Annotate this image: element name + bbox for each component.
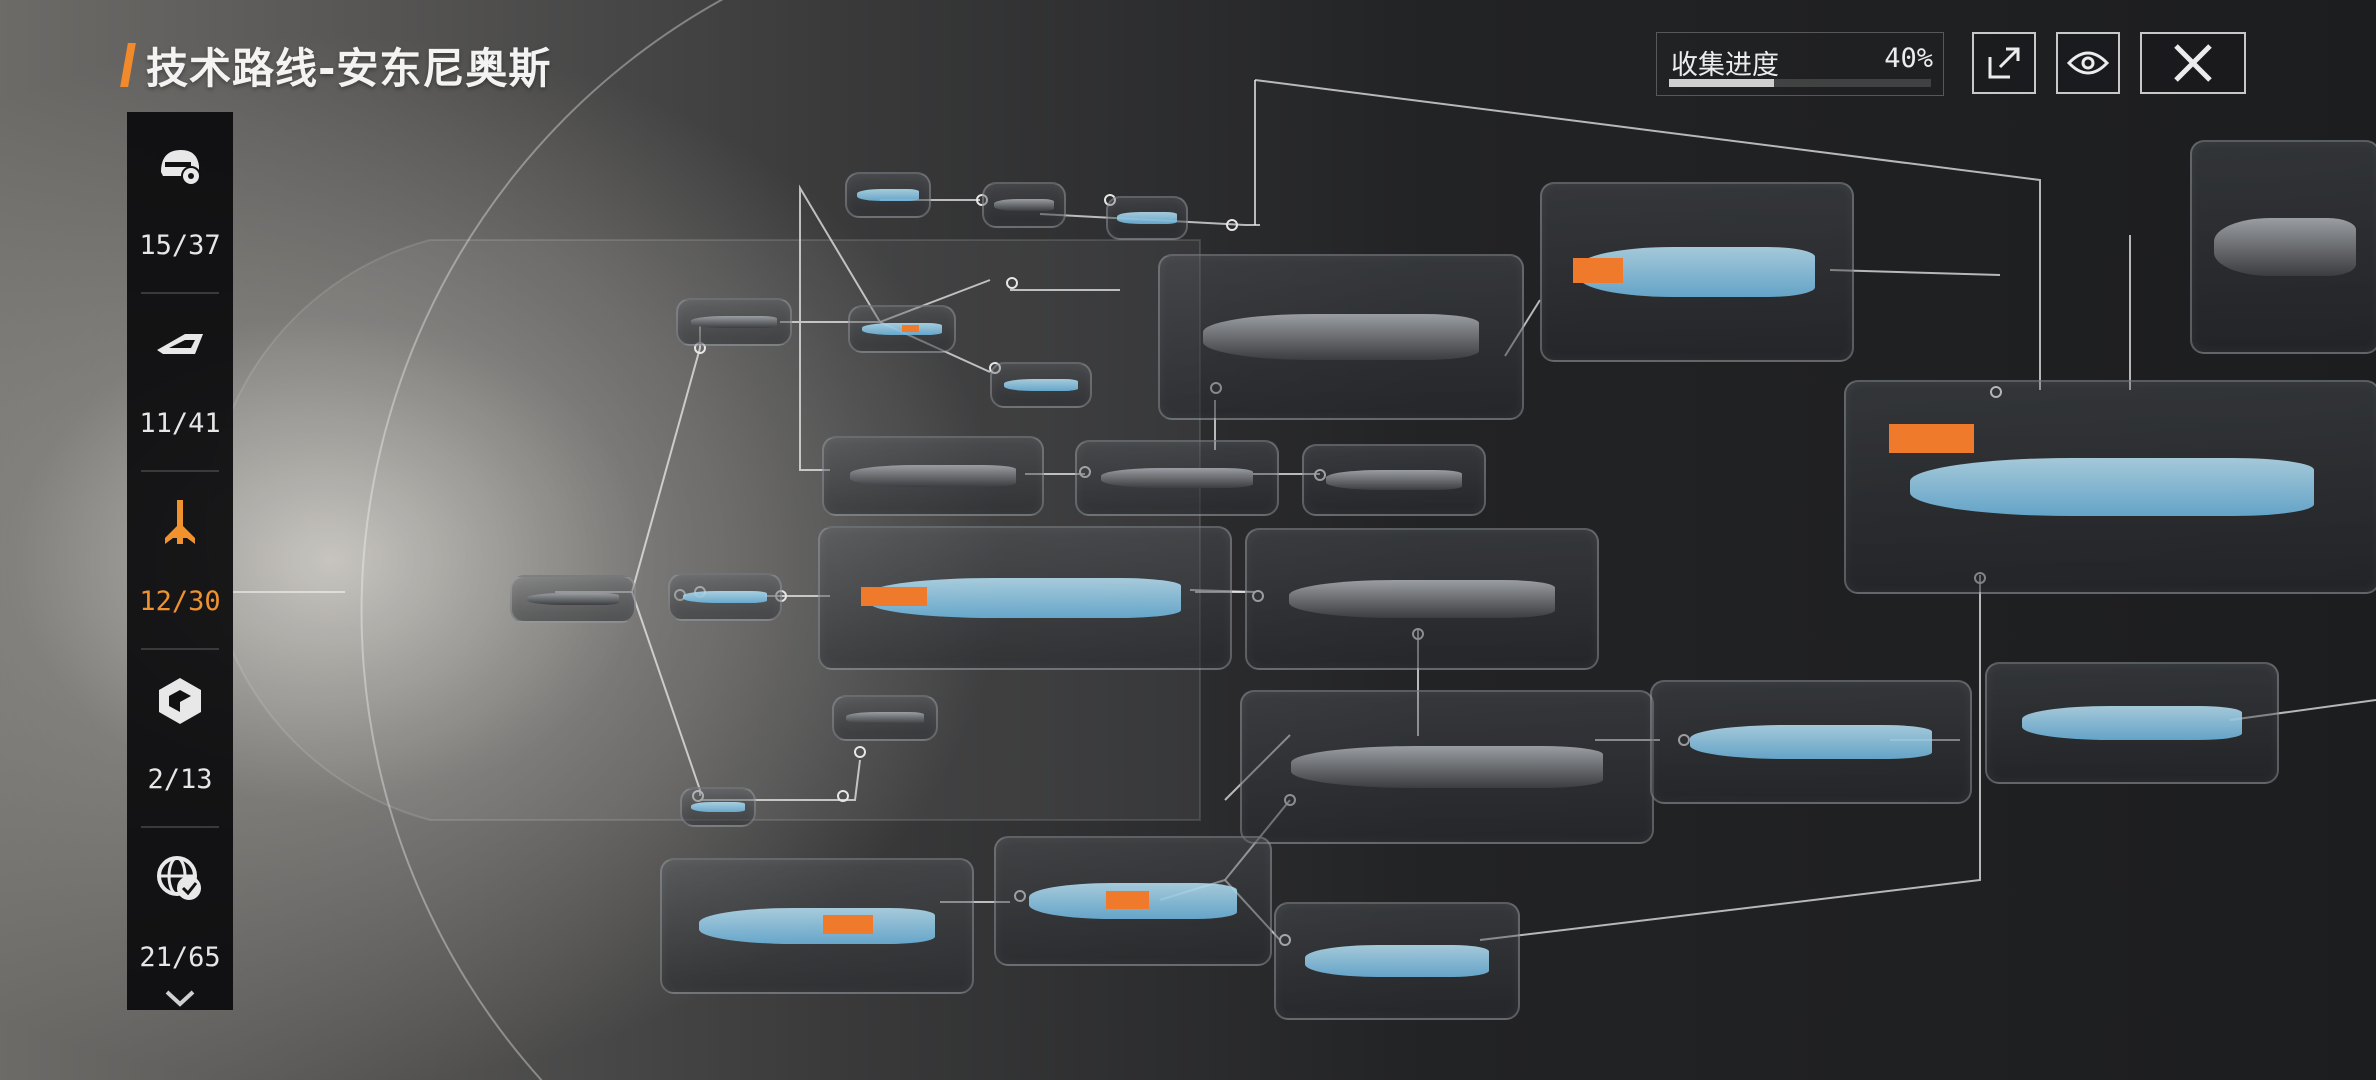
sidebar-count: 2/13 <box>147 764 213 795</box>
globe-shield-icon <box>157 856 201 900</box>
share-button[interactable] <box>1972 32 2036 94</box>
ship-node[interactable] <box>982 182 1066 228</box>
cruiser-class-icon <box>159 678 201 724</box>
progress-label: 收集进度 <box>1671 50 1779 81</box>
sidebar-count: 11/41 <box>139 408 221 439</box>
chevron-down-icon[interactable] <box>165 990 195 1008</box>
ship-node[interactable] <box>1158 254 1524 420</box>
ship-node[interactable] <box>1075 440 1279 516</box>
progress-bar-fill <box>1669 79 1774 87</box>
sidebar-divider <box>141 292 219 294</box>
sidebar-divider <box>141 826 219 828</box>
ship-node[interactable] <box>848 305 956 353</box>
collection-progress: 收集进度 40% <box>1656 32 1944 96</box>
sidebar-count: 12/30 <box>139 586 221 617</box>
ship-node[interactable] <box>668 573 782 621</box>
page-title: 技术路线-安东尼奥斯 <box>146 43 552 93</box>
helmet-gear-icon <box>161 150 201 186</box>
view-button[interactable] <box>2056 32 2120 94</box>
ship-node[interactable] <box>510 575 636 623</box>
sidebar-count: 15/37 <box>139 230 221 261</box>
share-icon <box>1988 47 2020 79</box>
sidebar-item-frigate[interactable]: 11/41 <box>127 290 233 460</box>
ship-node[interactable] <box>1245 528 1599 670</box>
ship-node[interactable] <box>818 526 1232 670</box>
eye-icon <box>2067 51 2109 75</box>
progress-bar <box>1669 79 1931 87</box>
ship-node[interactable] <box>2190 140 2376 354</box>
sidebar-item-helmet[interactable]: 15/37 <box>127 112 233 282</box>
sidebar-count: 21/65 <box>139 942 221 973</box>
ship-node[interactable] <box>1540 182 1854 362</box>
close-button[interactable] <box>2140 32 2246 94</box>
ship-node[interactable] <box>1240 690 1654 844</box>
ship-node[interactable] <box>832 695 938 741</box>
ship-node[interactable] <box>1106 196 1188 240</box>
page-title-bar: 技术路线-安东尼奥斯 <box>120 38 551 93</box>
progress-percent: 40% <box>1884 43 1933 74</box>
ship-node[interactable] <box>822 436 1044 516</box>
ship-node[interactable] <box>994 836 1272 966</box>
ship-node[interactable] <box>660 858 974 994</box>
ship-class-sidebar: 15/37 11/41 12/30 2/13 <box>127 112 233 1010</box>
ship-node[interactable] <box>845 172 931 218</box>
ship-node[interactable] <box>680 787 756 827</box>
destroyer-class-icon <box>165 500 195 544</box>
close-icon <box>2174 44 2212 82</box>
ship-node[interactable] <box>1985 662 2279 784</box>
sidebar-item-destroyer[interactable]: 12/30 <box>127 468 233 638</box>
ship-node[interactable] <box>676 298 792 346</box>
ship-node[interactable] <box>990 362 1092 408</box>
sidebar-item-cruiser[interactable]: 2/13 <box>127 646 233 816</box>
ship-node[interactable] <box>1650 680 1972 804</box>
ship-node[interactable] <box>1302 444 1486 516</box>
ship-node[interactable] <box>1844 380 2376 594</box>
ship-node[interactable] <box>1274 902 1520 1020</box>
sidebar-divider <box>141 648 219 650</box>
sidebar-divider <box>141 470 219 472</box>
frigate-class-icon <box>157 334 203 354</box>
sidebar-item-globe[interactable]: 21/65 <box>127 824 233 994</box>
